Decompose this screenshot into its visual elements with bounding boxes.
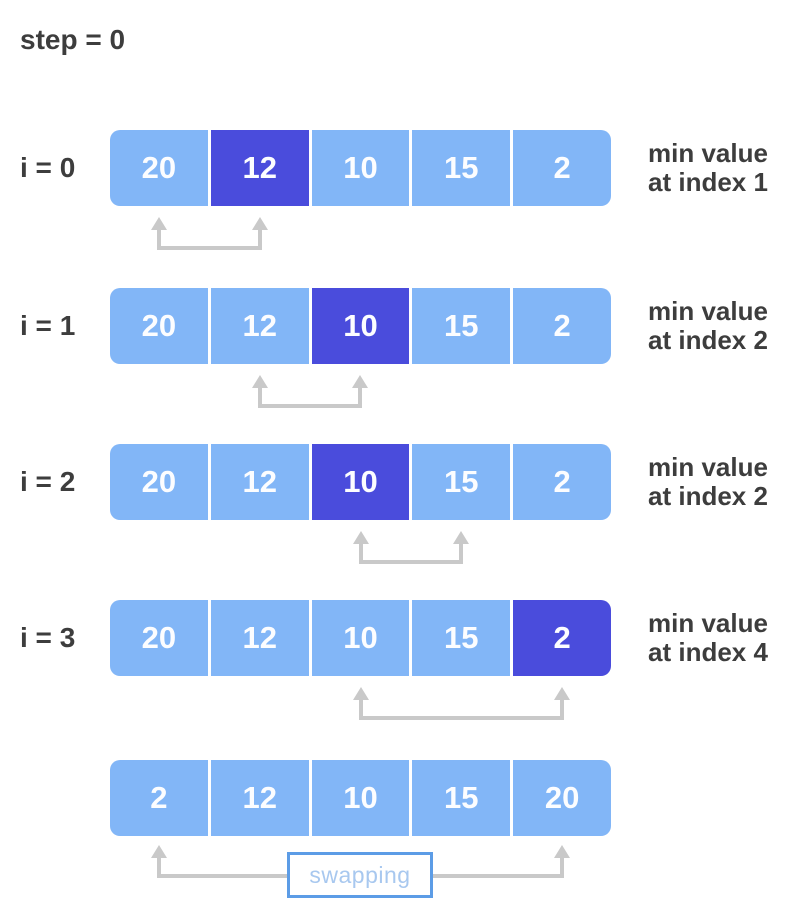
compare-arrow-row-1 <box>251 375 369 408</box>
array-cell: 12 <box>210 600 309 676</box>
array-cell: 2 <box>110 760 208 836</box>
arrow-stem <box>560 698 565 720</box>
array-cell: 15 <box>412 760 511 836</box>
arrowhead-up-icon <box>554 687 571 700</box>
array-cell: 12 <box>210 130 309 206</box>
arrowhead-up-icon <box>251 217 268 230</box>
array-row-final: 2 12 10 15 20 <box>110 760 611 836</box>
array-cell: 12 <box>210 444 309 520</box>
arrow-bar <box>156 246 262 250</box>
arrow-stem <box>358 542 363 564</box>
arrow-bar <box>257 404 363 408</box>
arrow-stem <box>560 856 565 878</box>
array-cell: 15 <box>412 600 511 676</box>
arrowhead-up-icon <box>352 375 369 388</box>
array-cell: 20 <box>513 760 611 836</box>
caption-row-0: min value at index 1 <box>648 130 768 206</box>
swapping-label: swapping <box>309 861 411 888</box>
arrowhead-up-icon <box>453 531 470 544</box>
array-cell: 15 <box>412 130 511 206</box>
compare-arrow-row-2 <box>352 531 470 564</box>
array-cell: 20 <box>110 600 208 676</box>
array-cell: 2 <box>513 130 611 206</box>
arrowhead-up-icon <box>352 531 369 544</box>
arrowhead-up-icon <box>352 687 369 700</box>
caption-row-1: min value at index 2 <box>648 288 768 364</box>
arrow-stem <box>156 228 161 250</box>
array-row-3: 20 12 10 15 2 <box>110 600 611 676</box>
step-counter-label: step = 0 <box>20 24 126 55</box>
caption-line: at index 4 <box>648 637 768 667</box>
compare-arrow-row-3 <box>352 687 571 720</box>
array-cell: 10 <box>311 130 410 206</box>
array-cell: 20 <box>110 130 208 206</box>
array-cell: 2 <box>513 444 611 520</box>
caption-line: min value <box>648 608 768 638</box>
array-cell: 12 <box>210 760 309 836</box>
array-cell: 2 <box>513 288 611 364</box>
arrow-bar <box>358 560 464 564</box>
compare-arrow-row-0 <box>150 217 268 250</box>
row-label-i0: i = 0 <box>20 152 76 183</box>
caption-line: min value <box>648 452 768 482</box>
arrowhead-up-icon <box>554 845 571 858</box>
array-cell: 15 <box>412 444 511 520</box>
array-cell: 20 <box>110 444 208 520</box>
caption-line: min value <box>648 296 768 326</box>
caption-line: at index 2 <box>648 325 768 355</box>
caption-line: at index 2 <box>648 481 768 511</box>
swapping-label-box: swapping <box>287 852 433 898</box>
row-label-i1: i = 1 <box>20 310 76 341</box>
array-cell: 10 <box>311 600 410 676</box>
arrow-bar <box>358 716 565 720</box>
arrow-stem <box>257 228 262 250</box>
array-cell: 10 <box>311 760 410 836</box>
arrow-stem <box>459 542 464 564</box>
array-cell: 10 <box>311 288 410 364</box>
array-cell: 20 <box>110 288 208 364</box>
arrow-stem <box>358 386 363 408</box>
caption-line: at index 1 <box>648 167 768 197</box>
caption-row-3: min value at index 4 <box>648 600 768 676</box>
arrowhead-up-icon <box>150 217 167 230</box>
arrow-stem <box>358 698 363 720</box>
caption-line: min value <box>648 138 768 168</box>
caption-row-2: min value at index 2 <box>648 444 768 520</box>
array-row-0: 20 12 10 15 2 <box>110 130 611 206</box>
array-cell: 12 <box>210 288 309 364</box>
array-row-1: 20 12 10 15 2 <box>110 288 611 364</box>
array-cell: 15 <box>412 288 511 364</box>
array-cell: 10 <box>311 444 410 520</box>
row-label-i2: i = 2 <box>20 466 76 497</box>
arrow-stem <box>257 386 262 408</box>
arrow-stem <box>156 856 161 878</box>
row-label-i3: i = 3 <box>20 622 76 653</box>
array-cell: 2 <box>513 600 611 676</box>
arrowhead-up-icon <box>251 375 268 388</box>
array-row-2: 20 12 10 15 2 <box>110 444 611 520</box>
arrowhead-up-icon <box>150 845 167 858</box>
